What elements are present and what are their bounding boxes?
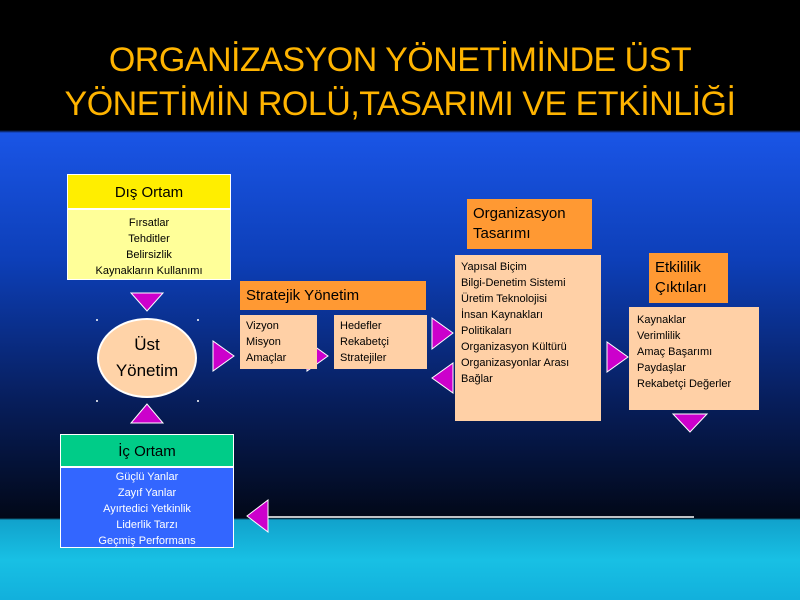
dis-ortam-header: Dış Ortam: [67, 174, 231, 209]
etkililik-body: Kaynaklar Verimlilik Amaç Başarımı Payda…: [629, 307, 759, 410]
ic-ortam-body: Güçlü Yanlar Zayıf Yanlar Ayırtedici Yet…: [60, 467, 234, 548]
org-header-line-1: Organizasyon: [473, 205, 566, 222]
list-item: Kaynaklar: [637, 314, 686, 326]
list-item: Rekabetçi: [340, 336, 389, 348]
ust-yonetim-line-2: Yönetim: [115, 361, 179, 380]
list-item: Yapısal Biçim: [461, 261, 527, 273]
stratejik-left-list: Vizyon Misyon Amaçlar: [246, 318, 311, 366]
arrow-ic-to-ust: [129, 403, 165, 424]
list-item: Bağlar: [461, 373, 493, 385]
list-item: Politikaları: [461, 325, 512, 337]
stratejik-right-list: Hedefler Rekabetçi Stratejiler: [340, 318, 421, 366]
list-item: Organizasyon Kültürü: [461, 341, 567, 353]
list-item: Amaçlar: [246, 352, 287, 364]
etkililik-header-line-1: Etkililik: [655, 259, 701, 276]
dis-ortam-list: Fırsatlar Tehditler Belirsizlik Kaynakla…: [68, 215, 230, 279]
ic-ortam-list: Güçlü Yanlar Zayıf Yanlar Ayırtedici Yet…: [61, 469, 233, 549]
list-item: Misyon: [246, 336, 281, 348]
stratejik-yonetim-header: Stratejik Yönetim: [240, 281, 426, 310]
list-item: İnsan Kaynakları: [461, 309, 543, 321]
list-item: Tehditler: [128, 233, 170, 245]
list-item: Zayıf Yanlar: [117, 487, 177, 499]
etkililik-list: Kaynaklar Verimlilik Amaç Başarımı Payda…: [637, 312, 751, 392]
list-item: Liderlik Tarzı: [116, 519, 178, 531]
list-item: Paydaşlar: [637, 362, 686, 374]
ic-ortam-header: İç Ortam: [60, 434, 234, 467]
title-line-1: ORGANİZASYON YÖNETİMİNDE ÜST: [108, 41, 692, 79]
ust-yonetim-node: Üst Yönetim: [97, 318, 197, 398]
stratejik-right-box: Hedefler Rekabetçi Stratejiler: [334, 315, 427, 369]
etkililik-header: Etkililik Çıktıları: [649, 253, 728, 303]
ust-yonetim-line-1: Üst: [134, 335, 160, 354]
list-item: Vizyon: [246, 320, 279, 332]
arrow-org-to-etkililik: [606, 341, 629, 373]
list-item: Geçmiş Performans: [98, 535, 196, 547]
dis-ortam-body: Fırsatlar Tehditler Belirsizlik Kaynakla…: [67, 209, 231, 280]
list-item: Stratejiler: [340, 352, 387, 364]
list-item: Rekabetçi Değerler: [637, 378, 732, 390]
list-item: Bilgi-Denetim Sistemi: [461, 277, 566, 289]
list-item: Kaynakların Kullanımı: [95, 265, 203, 277]
etkililik-header-line-2: Çıktıları: [655, 279, 707, 296]
list-item: Üretim Teknolojisi: [461, 293, 547, 305]
list-item: Belirsizlik: [126, 249, 172, 261]
stratejik-left-box: Vizyon Misyon Amaçlar: [240, 315, 317, 369]
list-item: Ayırtedici Yetkinlik: [103, 503, 191, 515]
arrow-org-to-strategy: [431, 362, 454, 394]
org-list: Yapısal Biçim Bilgi-Denetim Sistemi Üret…: [461, 259, 595, 387]
list-item: Hedefler: [340, 320, 382, 332]
arrow-feedback-to-ic: [246, 498, 269, 534]
arrow-dis-to-ust: [129, 292, 165, 312]
title-line-2: YÖNETİMİN ROLÜ,TASARIMI VE ETKİNLİĞİ: [64, 85, 736, 123]
arrow-ust-to-strategy: [212, 340, 235, 372]
arrow-etkililik-down: [671, 413, 709, 433]
slide-title: ORGANİZASYON YÖNETİMİNDE ÜST YÖNETİMİN R…: [0, 38, 800, 126]
list-item: Organizasyonlar Arası: [461, 357, 570, 369]
list-item: Fırsatlar: [128, 217, 170, 229]
arrow-strategy-to-org: [431, 317, 454, 351]
list-item: Verimlilik: [637, 330, 681, 342]
list-item: Amaç Başarımı: [637, 346, 713, 358]
organizasyon-tasarimi-header: Organizasyon Tasarımı: [467, 199, 592, 249]
list-item: Güçlü Yanlar: [115, 471, 179, 483]
organizasyon-tasarimi-body: Yapısal Biçim Bilgi-Denetim Sistemi Üret…: [455, 255, 601, 421]
org-header-line-2: Tasarımı: [473, 225, 531, 242]
